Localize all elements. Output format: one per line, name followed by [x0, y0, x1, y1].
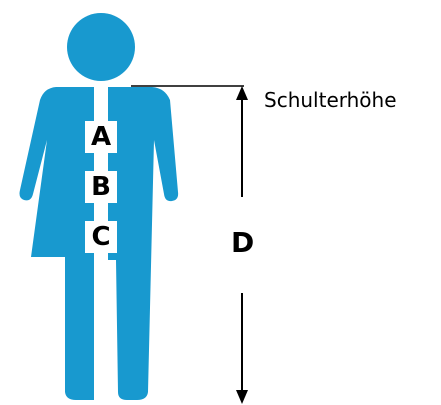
marker-b: B [85, 171, 117, 203]
shoulder-height-label: Schulterhöhe [264, 88, 397, 112]
dress-half-shape [19, 87, 94, 400]
unisex-person-icon [19, 13, 248, 404]
height-label: D [231, 226, 255, 259]
marker-c: C [85, 221, 117, 253]
arrow-up-icon [236, 86, 248, 100]
marker-a: A [85, 121, 117, 153]
head-icon [67, 13, 135, 81]
arrow-down-icon [236, 390, 248, 404]
trousers-half-shape [108, 87, 179, 400]
